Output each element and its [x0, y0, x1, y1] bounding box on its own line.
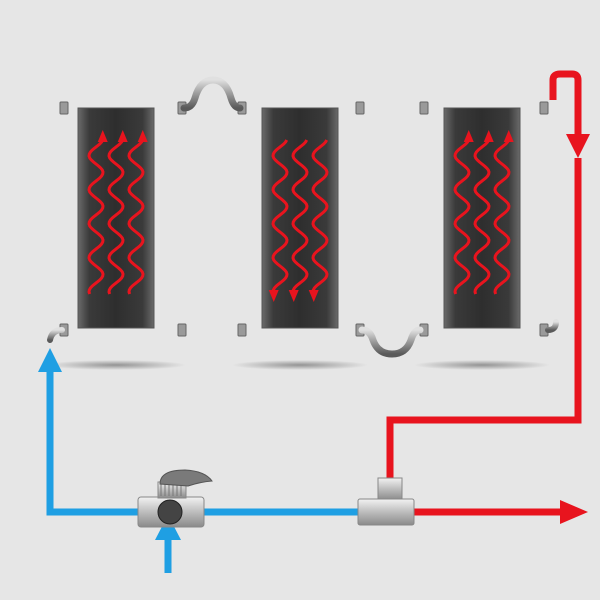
- heat-wave-right-3: [493, 139, 511, 295]
- heat-arrowhead-middle-3: [308, 290, 319, 302]
- connector-bottom-bend: [358, 326, 424, 358]
- panel-shadows: [46, 360, 550, 370]
- panel-shadow-left: [46, 360, 186, 370]
- panel-shadow-right: [414, 360, 550, 370]
- connector-top-bend: [180, 76, 244, 112]
- valve-handle-icon[interactable]: [159, 469, 213, 487]
- hot-feed-pipe: [386, 158, 582, 480]
- t-junction-stem: [377, 477, 403, 501]
- t-junction-body: [357, 498, 415, 526]
- heat-wave-arrows: [87, 130, 514, 302]
- heat-arrowhead-left-1: [97, 130, 108, 142]
- heat-wave-middle-1: [271, 139, 289, 295]
- heat-wave-right-2: [473, 139, 491, 295]
- heat-wave-left-2: [107, 139, 125, 295]
- hot-down-arrow: [566, 134, 590, 158]
- heat-arrowhead-middle-2: [288, 290, 299, 302]
- right-left-bottom-stub: [545, 319, 559, 333]
- left-bottom-stub: [47, 327, 65, 343]
- mixing-valve: [137, 469, 213, 528]
- heat-wave-left-1: [87, 139, 105, 295]
- heat-arrowhead-left-3: [137, 130, 148, 142]
- heat-arrowhead-left-2: [117, 130, 128, 142]
- heat-wave-middle-3: [311, 139, 329, 295]
- panel-shadow-middle: [232, 360, 368, 370]
- hot-return-pipe: [549, 70, 582, 135]
- heat-arrowhead-right-3: [503, 130, 514, 142]
- heat-arrowhead-middle-1: [268, 290, 279, 302]
- hot-outlet-right-arrow: [560, 500, 588, 524]
- heat-wave-middle-2: [291, 139, 309, 295]
- t-junction: [357, 477, 415, 526]
- heat-wave-left-3: [127, 139, 145, 295]
- cold-pipe-path: [46, 362, 360, 516]
- hot-water-line: [386, 70, 590, 524]
- valve-center: [157, 499, 183, 525]
- header-pipes: [58, 104, 552, 334]
- heat-arrowhead-right-1: [463, 130, 474, 142]
- heat-arrowhead-right-2: [483, 130, 494, 142]
- heat-wave-right-1: [453, 139, 471, 295]
- cold-water-line: [38, 348, 360, 573]
- cold-inlet-up-arrow: [38, 348, 62, 372]
